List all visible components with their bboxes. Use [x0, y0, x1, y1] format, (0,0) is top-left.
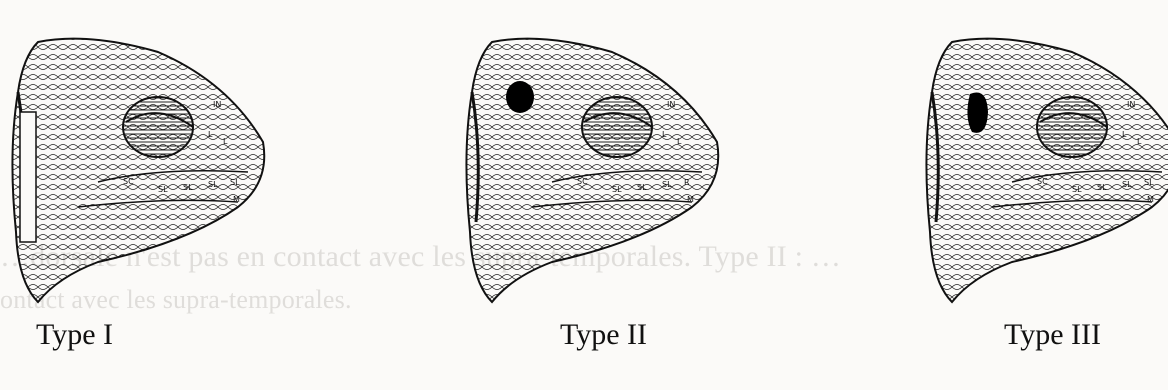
svg-text:L: L	[1137, 137, 1142, 146]
svg-text:SL: SL	[612, 185, 622, 194]
caption-type-3: Type III	[1004, 318, 1101, 352]
svg-text:SL: SL	[1072, 185, 1082, 194]
lizard-head-figure-type-2: IN L L SC SL SL SL R M	[462, 32, 752, 312]
svg-text:SL: SL	[230, 178, 240, 187]
svg-text:M: M	[233, 195, 240, 204]
svg-text:SL: SL	[208, 180, 218, 189]
lizard-head-figure-type-1: IN L L SC SL SL SL SL M	[8, 32, 298, 312]
svg-text:SL: SL	[1122, 180, 1132, 189]
svg-text:L: L	[677, 137, 682, 146]
svg-text:M: M	[687, 195, 694, 204]
lizard-head-figure-type-3: IN L L SC SL SL SL SL M	[922, 32, 1168, 312]
svg-text:SC: SC	[577, 177, 588, 186]
svg-text:SL: SL	[183, 183, 193, 192]
svg-text:SC: SC	[123, 177, 134, 186]
lizard-head-drawing: IN L L SC SL SL SL SL M	[8, 32, 298, 312]
black-scale-spot	[506, 81, 534, 113]
svg-text:SL: SL	[637, 183, 647, 192]
svg-text:R: R	[684, 178, 690, 187]
svg-text:L: L	[662, 130, 667, 139]
svg-text:SL: SL	[662, 180, 672, 189]
lizard-head-drawing: IN L L SC SL SL SL R M	[462, 32, 752, 312]
svg-text:IN: IN	[667, 100, 675, 109]
svg-text:L: L	[1122, 130, 1127, 139]
svg-text:SL: SL	[158, 185, 168, 194]
svg-text:L: L	[208, 130, 213, 139]
black-scale-spot	[967, 92, 988, 132]
caption-type-2: Type II	[560, 318, 647, 352]
svg-text:IN: IN	[213, 100, 221, 109]
svg-text:IN: IN	[1127, 100, 1135, 109]
svg-text:L: L	[223, 137, 228, 146]
caption-type-1: Type I	[36, 318, 113, 352]
svg-text:M: M	[1147, 195, 1154, 204]
lizard-head-drawing: IN L L SC SL SL SL SL M	[922, 32, 1168, 312]
svg-text:SC: SC	[1037, 177, 1048, 186]
svg-text:SL: SL	[1144, 178, 1154, 187]
svg-text:SL: SL	[1097, 183, 1107, 192]
